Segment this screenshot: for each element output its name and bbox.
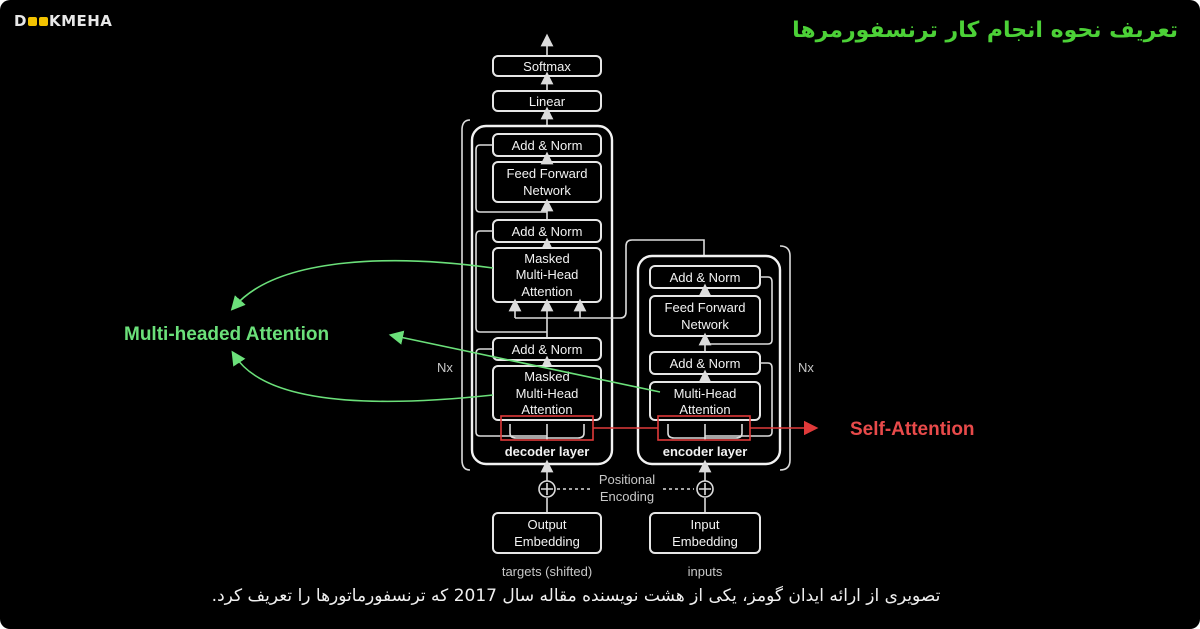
- decoder-add-norm-mid-label: Add & Norm: [512, 224, 583, 239]
- encoder-ffn-label-1: Feed Forward: [665, 300, 746, 315]
- decoder-add-norm-top-label: Add & Norm: [512, 138, 583, 153]
- decoder-ffn-label-2: Network: [523, 183, 571, 198]
- encoder-mha-label-2: Attention: [679, 402, 730, 417]
- decoder-residual-ffn: [475, 144, 547, 213]
- multi-head-arrow-lower: [231, 350, 494, 403]
- decoder-add-norm-low-label: Add & Norm: [512, 342, 583, 357]
- multi-head-arrow-upper: [230, 259, 494, 311]
- output-embedding-box: [492, 512, 602, 554]
- decoder-mmha2-label-1: Masked: [524, 369, 570, 384]
- output-embedding-label-1: Output: [527, 517, 566, 532]
- logo-text-left: D: [14, 12, 27, 30]
- positional-encoding-label-1: Positional: [599, 472, 655, 487]
- encoder-add-norm-top-label: Add & Norm: [670, 270, 741, 285]
- encoder-nx-bracket: [779, 245, 791, 471]
- linear-label: Linear: [529, 94, 566, 109]
- decoder-mmha1-label-2: Multi-Head: [516, 267, 579, 282]
- encoder-nx-label: Nx: [798, 360, 814, 375]
- decoder-mmha1-label-1: Masked: [524, 251, 570, 266]
- input-embedding-box: [649, 512, 761, 554]
- logo-dot-icon: [27, 17, 37, 26]
- encoder-input-label: inputs: [688, 564, 723, 579]
- decoder-ffn-label-1: Feed Forward: [507, 166, 588, 181]
- self-attention-annotation: Self-Attention: [850, 419, 975, 440]
- brand-logo: D KMEHA: [14, 12, 112, 30]
- encoder-mha-label-1: Multi-Head: [674, 386, 737, 401]
- input-embedding-label-1: Input: [691, 517, 720, 532]
- page-title: تعریف نحوه انجام کار ترنسفورمرها: [792, 18, 1178, 43]
- softmax-label: Softmax: [523, 59, 571, 74]
- encoder-add-norm-low-label: Add & Norm: [670, 356, 741, 371]
- decoder-mmha2-label-3: Attention: [521, 402, 572, 417]
- decoder-input-label: targets (shifted): [502, 564, 592, 579]
- input-embedding-label-2: Embedding: [672, 534, 738, 549]
- encoder-mha-box: [649, 381, 761, 421]
- decoder-nx-label: Nx: [437, 360, 453, 375]
- decoder-mmha2-label-2: Multi-Head: [516, 386, 579, 401]
- decoder-layer-label: decoder layer: [505, 444, 590, 459]
- encoder-to-decoder-link: [580, 239, 705, 319]
- multi-headed-annotation: Multi-headed Attention: [124, 324, 329, 345]
- decoder-mmha1-label-3: Attention: [521, 284, 572, 299]
- encoder-layer-label: encoder layer: [663, 444, 748, 459]
- decoder-nx-bracket: [461, 119, 471, 471]
- decoder-residual-mha: [475, 230, 547, 333]
- logo-text-right: KMEHA: [48, 12, 113, 30]
- logo-dot-icon: [38, 17, 48, 26]
- encoder-ffn-label-2: Network: [681, 317, 729, 332]
- output-embedding-label-2: Embedding: [514, 534, 580, 549]
- multi-head-arrow-encoder: [388, 330, 661, 393]
- caption-text: تصویری از ارائه ایدان گومز، یکی از هشت ن…: [211, 586, 941, 606]
- positional-encoding-label-2: Encoding: [600, 489, 654, 504]
- decoder-masked-mha-lower: [492, 365, 602, 421]
